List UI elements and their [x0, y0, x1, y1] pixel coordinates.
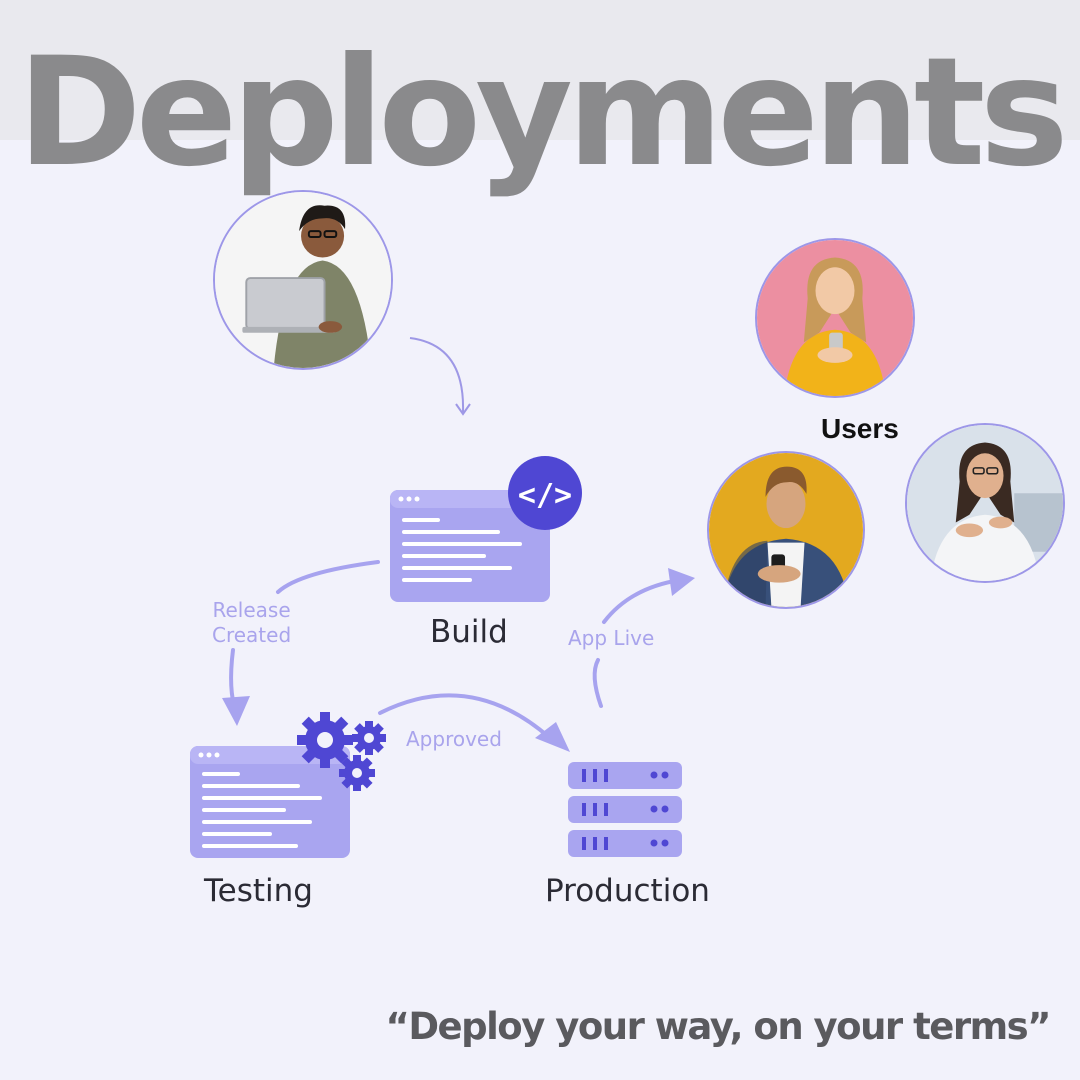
transition-label-created-line: Created	[212, 623, 292, 647]
developer-to-build-arrow-icon	[409, 337, 471, 416]
code-badge-icon: </>	[508, 456, 582, 530]
title-banner	[0, 0, 1080, 140]
user-avatar-woman-yellow	[755, 238, 915, 398]
tagline-quote: “Deploy your way, on your terms”	[385, 1005, 1052, 1048]
user-avatar-woman-white	[905, 423, 1065, 583]
build-code-window-icon	[390, 490, 550, 602]
release-created-arrow-icon	[222, 560, 380, 726]
server-stack-icon	[568, 762, 682, 857]
developer-avatar	[213, 190, 393, 370]
app-live-arrow-icon	[592, 568, 695, 708]
approved-arrow-icon	[378, 693, 570, 752]
stage-label-testing: Testing	[204, 873, 313, 909]
transition-label-app-live: App Live	[568, 626, 655, 650]
stage-label-production: Production	[545, 873, 710, 909]
users-label: Users	[821, 413, 899, 444]
transition-label-approved: Approved	[406, 727, 502, 751]
user-avatar-man-plaid	[707, 451, 865, 609]
stage-label-build: Build	[430, 614, 508, 650]
code-badge-text: </>	[518, 478, 572, 513]
testing-code-window-icon	[190, 746, 350, 858]
transition-label-release-line: Release	[212, 598, 291, 622]
transition-label-release-created: Release Created	[212, 598, 291, 648]
page-title: Deployments	[17, 26, 1069, 200]
